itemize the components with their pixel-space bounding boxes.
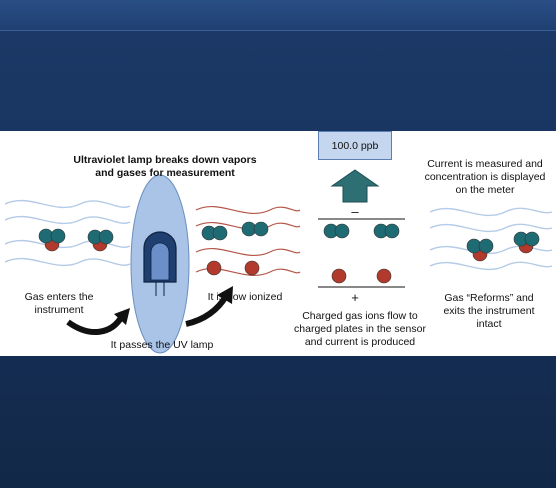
label-gas-reforms-line-3: intact [476, 318, 502, 330]
ion-red-1 [206, 260, 222, 276]
plate-ion-red-2 [376, 268, 392, 284]
up-arrow-icon [330, 169, 380, 203]
ion-teal-pair-1 [201, 225, 228, 241]
plus-sign: + [351, 290, 359, 305]
label-ions-flow-line-1: Charged gas ions flow to [302, 310, 418, 322]
gas-molecule-exit-1 [466, 238, 494, 262]
label-gas-reforms-line-2: exits the instrument [443, 305, 535, 317]
diagram-title-line-1: Ultraviolet lamp breaks down vapors [73, 154, 257, 166]
label-gas-reforms: Gas “Reforms” and exits the instrument i… [430, 292, 548, 331]
meter-reading-box: 100.0 ppb [318, 131, 392, 160]
label-gas-enters-line-1: Gas enters the [24, 291, 94, 303]
waves-exit [429, 207, 553, 271]
meter-reading-value: 100.0 ppb [331, 139, 379, 152]
label-gas-reforms-line-1: Gas “Reforms” and [444, 292, 534, 304]
gas-molecule-exit-2 [513, 231, 540, 254]
label-passes-lamp: It passes the UV lamp [110, 339, 214, 351]
label-ionized: It is now ionized [207, 291, 283, 303]
diagram-title: Ultraviolet lamp breaks down vapors and … [50, 154, 280, 180]
label-gas-enters-line-2: instrument [34, 304, 84, 316]
gas-molecule-enter-2 [87, 229, 114, 252]
plate-ion-teal-2 [373, 223, 400, 239]
waves-ionized [195, 205, 301, 277]
curved-arrow-out-of-lamp-icon [185, 294, 229, 327]
gas-molecule-enter-1 [38, 228, 66, 252]
label-gas-enters: Gas enters the instrument [14, 291, 104, 317]
label-current-measured-line-1: Current is measured and [427, 158, 543, 170]
ion-red-2 [244, 260, 260, 276]
waves-enter [4, 199, 131, 267]
label-current-measured-line-2: concentration is displayed [424, 171, 546, 183]
diagram-title-line-2: and gases for measurement [95, 167, 235, 179]
plate-ion-teal-1 [323, 223, 350, 239]
ion-teal-pair-2 [241, 221, 269, 237]
plate-ion-red-1 [331, 268, 347, 284]
label-ions-flow-line-2: charged plates in the sensor [294, 323, 426, 335]
curved-arrow-into-lamp-icon [66, 314, 125, 336]
label-current-measured: Current is measured and concentration is… [418, 158, 552, 197]
label-ions-flow: Charged gas ions flow to charged plates … [290, 310, 430, 349]
minus-sign: – [351, 204, 359, 219]
uv-lamp-bulb-icon [143, 231, 177, 296]
title-bar [0, 0, 556, 31]
label-current-measured-line-3: on the meter [455, 184, 515, 196]
label-ions-flow-line-3: and current is produced [304, 336, 416, 348]
